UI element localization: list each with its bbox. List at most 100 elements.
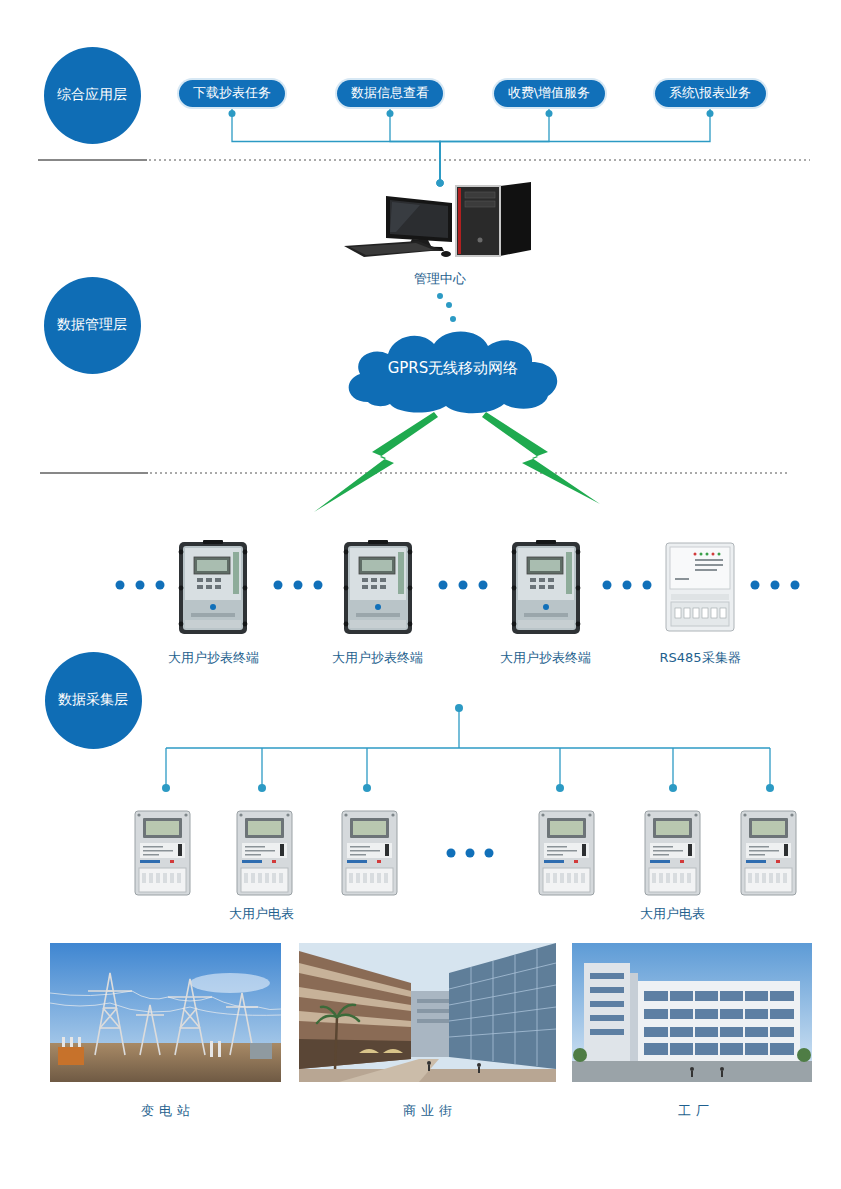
substation-photo-part-part-part [175,979,205,1055]
electricity-meter-part [645,811,700,895]
factory-photo-part-part [630,973,638,1063]
electricity-meter-part [237,811,292,895]
factory-photo-part-part-part [693,989,695,1057]
connector [440,288,453,322]
photo-caption: 变电站 [136,1102,195,1120]
computer-icon-part [390,202,420,232]
street-photo-part [299,943,556,1082]
street-photo-part-part [299,943,556,1082]
meter-bus-part [165,748,166,786]
substation-photo-part-part [50,991,281,1015]
street-photo-part-part-part [317,1016,337,1023]
factory-photo-part-part [797,1048,811,1062]
layer-separator-part [40,473,148,474]
wireless-signal-part [482,412,600,504]
substation-photo-part-part-part [180,1008,197,1028]
ellipsis-dots-part [136,581,145,590]
computer-icon-part [350,243,434,255]
ellipsis-dots-part [466,849,475,858]
substation-photo-part-part [218,1041,221,1057]
street-photo-part-part [478,1067,480,1073]
bus-dot-part [363,784,371,792]
street-photo-part-part [411,991,455,1057]
street-photo-part-part-part [471,967,472,1059]
bus-dot-part [162,784,170,792]
node-text: 数据管理层 [57,316,127,334]
street-photo-part-part [449,949,556,1066]
layer-separator-part [149,160,810,161]
street-photo-part-part [317,1005,359,1023]
substation-photo-part-part [250,1043,272,1059]
meter-bus-part [458,708,459,748]
substation-photo-part-part-part [100,1027,120,1029]
street-photo-part-part [428,1065,430,1071]
ellipsis-dots-part [314,581,323,590]
computer-icon-part [441,251,451,257]
electricity-meter-part [135,811,190,895]
factory-photo-part-part [584,963,630,1063]
ellipsis-dots-part [156,581,165,590]
device-label: 大用户抄表终端 [332,649,423,667]
substation-photo-part-part-part [50,991,281,1010]
street-photo-part-part-part [515,955,516,1064]
factory-photo [572,943,812,1082]
factory-photo-part [572,943,812,1082]
substation-photo-part-part-part [180,1027,200,1029]
street-photo-part-part-part [449,1007,556,1021]
cloud-outline [349,331,558,413]
terminal-device [179,540,734,634]
function-pill: 下载抄表任务 [179,80,285,107]
ellipsis-dots-part [485,849,494,858]
function-pill: 数据信息查看 [337,80,443,107]
device-label: 大用户电表 [640,905,705,923]
factory-photo-part-part-part [718,989,720,1057]
device-label: 大用户抄表终端 [168,649,259,667]
street-photo-part-part-part [321,1007,337,1017]
layer-circle: 综合应用层 [44,47,141,144]
street-photo-part-part-part [337,1005,355,1017]
substation-photo-part-part [78,1037,81,1047]
factory-photo-part-part-part [590,1015,624,1021]
substation-photo-part-part-part [88,990,132,992]
layer-circle: 数据管理层 [44,277,141,374]
factory-photo-part-part [590,973,794,1055]
factory-photo-part-part-part [668,989,670,1057]
street-photo [299,943,556,1082]
substation-photo-part-part-part [140,1005,160,1055]
node-text: 管理中心 [412,270,468,288]
street-photo-part-part [335,1017,337,1069]
substation-photo-part-part [50,943,281,1082]
connector [232,107,440,184]
factory-photo-part-part [669,989,769,1057]
factory-photo-part-part [573,1048,587,1062]
street-photo-part-part [299,951,411,1069]
function-pill: 系统\报表业务 [655,80,766,107]
substation-photo-part-part-part [136,1014,164,1016]
meter-bus-part [559,748,560,786]
substation-photo-part [50,943,281,1082]
substation-photo-part-part-part [100,1008,117,1028]
factory-photo-part-part-part [590,1001,624,1007]
street-photo-part-part [449,943,556,1069]
street-photo-part-part-part [337,1015,359,1021]
ellipsis-dots-part [603,581,612,590]
node-text: GPRS无线移动网络 [388,359,519,378]
function-pill: 收费\增值服务 [494,80,605,107]
street-photo-part-part [359,1049,379,1053]
street-photo-part-part [417,999,449,1003]
node-text: 数据信息查看 [351,84,429,102]
substation-photo-part-part-part [183,1008,200,1028]
substation-photo-part-part-part [103,1007,117,1009]
substation-photo-part-part [210,1041,213,1057]
ellipsis-dots-part [771,581,780,590]
factory-photo-part-part-part [590,987,624,993]
substation-photo-part-part-part [50,1003,281,1015]
ellipsis-dots-part [479,581,488,590]
computer-icon [344,182,531,257]
bus-dot-part [556,784,564,792]
computer-icon-part [465,201,495,207]
layer-circle: 数据采集层 [45,652,142,749]
terminal-device-part [179,540,248,634]
terminal-device-part [512,540,581,634]
